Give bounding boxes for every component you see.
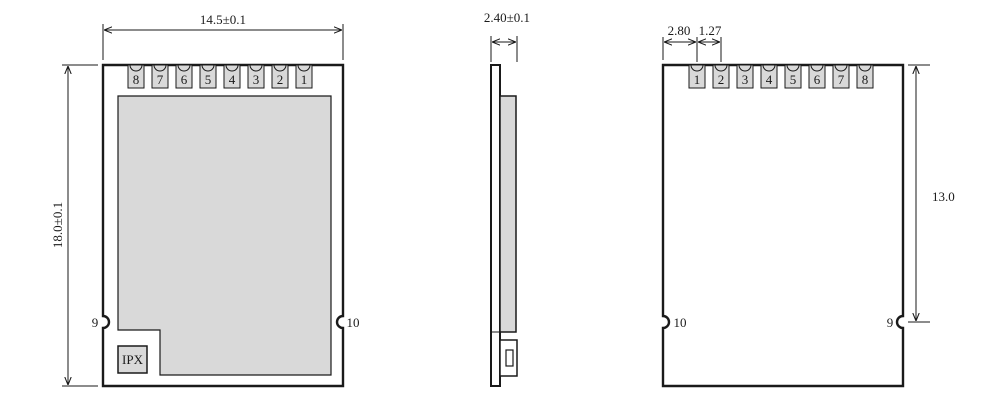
bottom-pad-castellation: [738, 64, 752, 72]
top-pin-number: 3: [253, 72, 260, 87]
top-pad: 4: [223, 64, 241, 89]
top-pad: 7: [151, 64, 169, 89]
bottom-pad-box: [712, 64, 730, 89]
bottom-pin-number: 7: [838, 72, 845, 87]
width-dimension-label: 14.5±0.1: [200, 12, 246, 27]
ipx-connector: [117, 345, 148, 374]
bottom-pad: 1: [688, 64, 706, 89]
top-pad-box: [295, 64, 313, 89]
top-side-pin-left: 9: [92, 315, 99, 330]
bottom-pad-box: [736, 64, 754, 89]
pitch-start-dimension-label: 2.80: [668, 23, 691, 38]
top-pad: 1: [295, 64, 313, 89]
side-view: 2.40±0.1: [484, 10, 530, 387]
top-view: IPX 8 7 6 5 4 3 2 1 9 10 14.5±0.1 18.0±0.1: [50, 12, 360, 388]
bottom-pad-box: [688, 64, 706, 89]
top-pin-number: 5: [205, 72, 212, 87]
bottom-height-dimension-label: 13.0: [932, 189, 955, 204]
bottom-pad-castellation: [690, 64, 704, 72]
bottom-pad-castellation: [810, 64, 824, 72]
top-pad-castellation: [249, 64, 263, 72]
bottom-pad-castellation: [834, 64, 848, 72]
top-pad-castellation: [273, 64, 287, 72]
top-pad-castellation: [201, 64, 215, 72]
side-view-shield: [499, 95, 517, 333]
height-dimension-label: 18.0±0.1: [50, 202, 65, 248]
bottom-pad: 5: [784, 64, 802, 89]
top-pad: 6: [175, 64, 193, 89]
top-pin-number: 8: [133, 72, 140, 87]
bottom-pin-number: 1: [694, 72, 701, 87]
bottom-pin-number: 6: [814, 72, 821, 87]
bottom-pad-box: [856, 64, 874, 89]
ipx-label: IPX: [122, 352, 144, 367]
bottom-side-pin-left: 10: [674, 315, 687, 330]
bottom-pin-number: 5: [790, 72, 797, 87]
side-view-pcb: [490, 64, 501, 387]
top-pad-castellation: [297, 64, 311, 72]
top-side-pin-right: 10: [347, 315, 360, 330]
top-pad-box: [247, 64, 265, 89]
top-pad-box: [127, 64, 145, 89]
bottom-pin-number: 4: [766, 72, 773, 87]
top-pad-castellation: [225, 64, 239, 72]
top-pad: 2: [271, 64, 289, 89]
bottom-view: 1 2 3 4 5 6 7 8 10 9 2.80 1.27 13.0: [661, 23, 955, 388]
bottom-side-pin-right: 9: [887, 315, 894, 330]
bottom-pad: 3: [736, 64, 754, 89]
top-pad-castellation: [129, 64, 143, 72]
top-pad-box: [271, 64, 289, 89]
bottom-pin-row: 1 2 3 4 5 6 7 8: [688, 64, 874, 89]
top-pin-number: 7: [157, 72, 164, 87]
top-pad: 5: [199, 64, 217, 89]
bottom-pad-box: [808, 64, 826, 89]
top-pin-number: 6: [181, 72, 188, 87]
top-pin-number: 1: [301, 72, 308, 87]
top-pad-box: [175, 64, 193, 89]
top-pad-castellation: [177, 64, 191, 72]
top-pad-box: [151, 64, 169, 89]
bottom-pad-castellation: [714, 64, 728, 72]
thickness-dimension-label: 2.40±0.1: [484, 10, 530, 25]
bottom-pad: 6: [808, 64, 826, 89]
top-pad-castellation: [153, 64, 167, 72]
bottom-pad: 2: [712, 64, 730, 89]
bottom-pin-number: 8: [862, 72, 869, 87]
top-pad-box: [199, 64, 217, 89]
top-pad: 8: [127, 64, 145, 89]
top-pad-box: [223, 64, 241, 89]
top-pin-number: 2: [277, 72, 284, 87]
bottom-pad: 7: [832, 64, 850, 89]
top-pad: 3: [247, 64, 265, 89]
side-view-ipx-inner: [505, 349, 514, 367]
top-pin-row: 8 7 6 5 4 3 2 1: [127, 64, 313, 89]
bottom-pin-number: 3: [742, 72, 749, 87]
bottom-pad: 4: [760, 64, 778, 89]
top-pin-number: 4: [229, 72, 236, 87]
bottom-view-outline: [661, 63, 905, 388]
bottom-pin-number: 2: [718, 72, 725, 87]
bottom-pad-box: [784, 64, 802, 89]
bottom-pad-box: [832, 64, 850, 89]
bottom-pad: 8: [856, 64, 874, 89]
bottom-pad-box: [760, 64, 778, 89]
bottom-pad-castellation: [762, 64, 776, 72]
bottom-pad-castellation: [786, 64, 800, 72]
shield-can: [117, 95, 332, 376]
pitch-dimension-label: 1.27: [699, 23, 722, 38]
bottom-pad-castellation: [858, 64, 872, 72]
